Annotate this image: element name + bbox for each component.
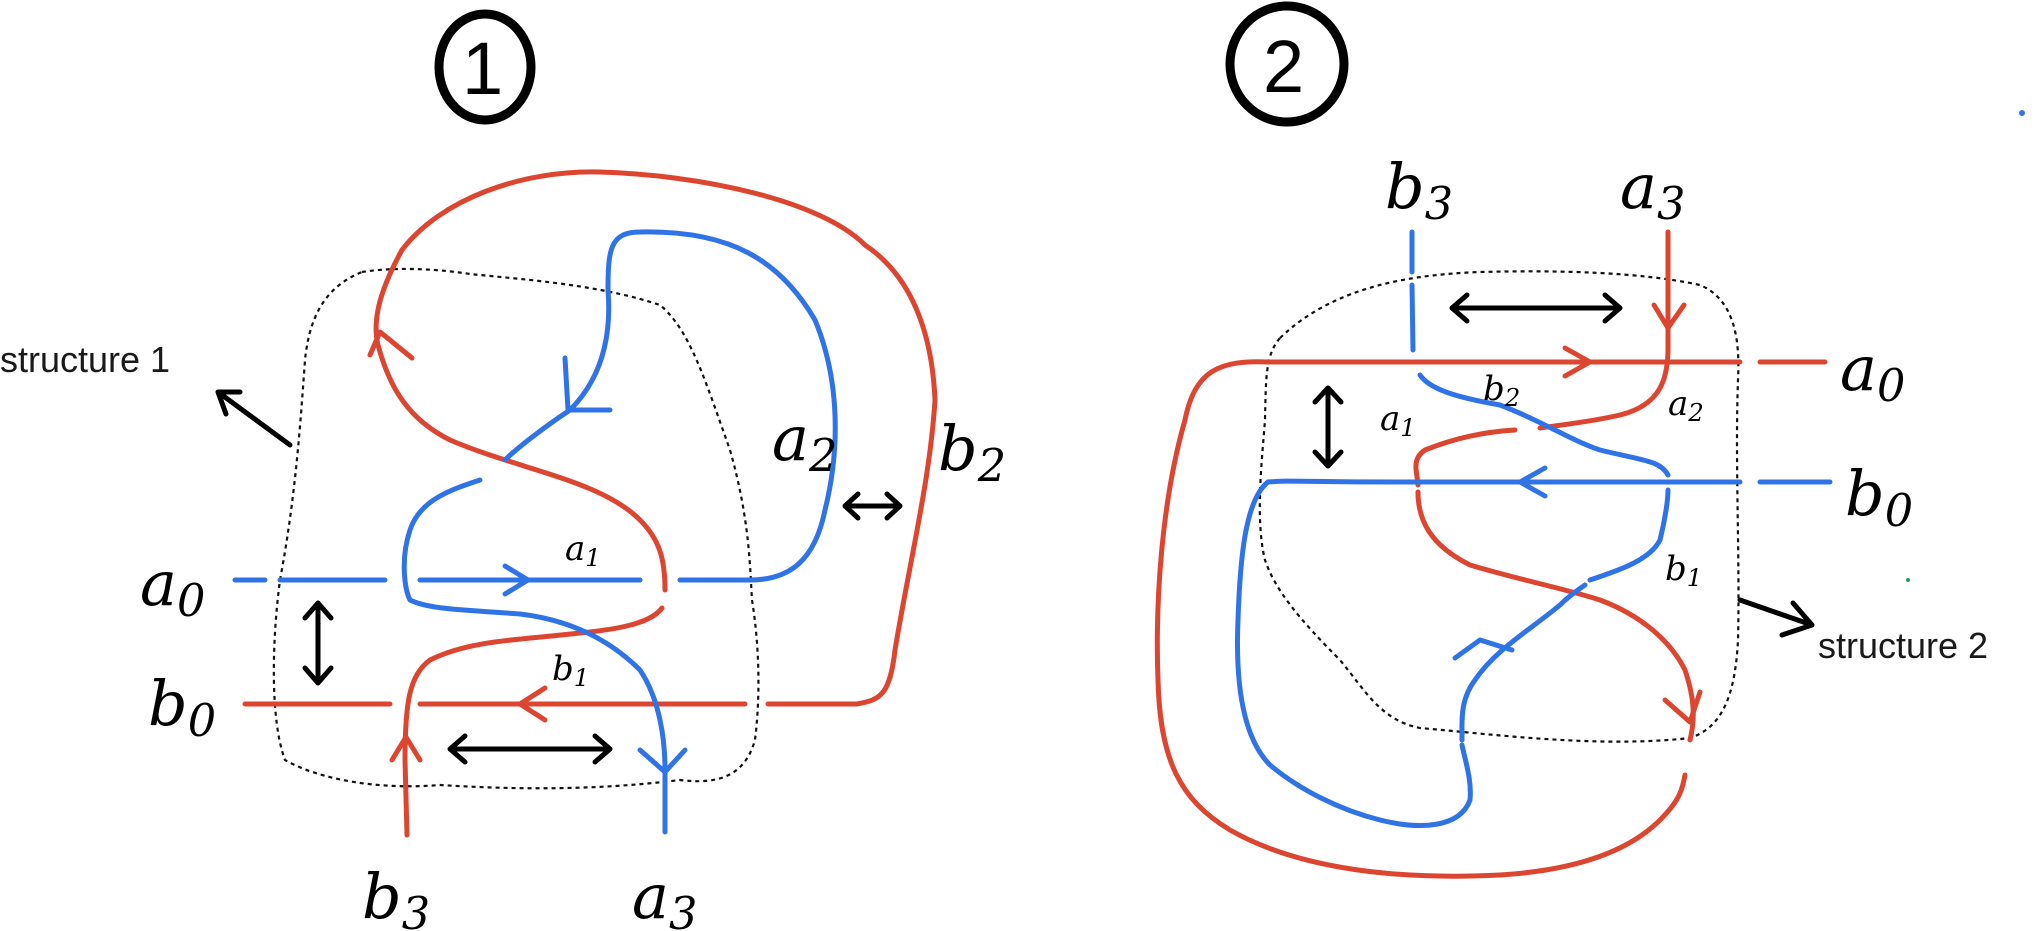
panel-2-label-b1: b1 [1665,549,1702,592]
panel-2-blue-b0-line [1265,478,1833,485]
panel-1-label-b1: b1 [552,649,589,692]
panel-2-red-a-strand [1537,229,1671,431]
panel-1-label-b0: b0 [148,667,216,747]
panel-2: 2 structure 2 b3 a3 a0 b0 b2 [1154,1,1988,879]
panel-2-label-a0: a0 [1840,332,1905,412]
panel-1-blue-arrowhead-a3 [637,747,688,775]
panel-1-label-a2: a2 [772,402,837,482]
panel-2-red-lower-loop [1415,489,1696,743]
panel-1-red-b-lower [402,605,665,838]
panel-1-blue-a-crossing [401,477,668,835]
panel-2-red-arrowhead-a3 [1651,302,1687,331]
panel-1-label-a1: a1 [565,529,601,572]
structure-2-label: structure 2 [1818,625,1988,666]
panel-2-blue-b3-down [1409,229,1416,353]
panel-1-label-b3: b3 [362,860,430,931]
panel-2-blue-arrowhead-loop [1452,637,1515,661]
structure-1-label: structure 1 [0,339,170,380]
panel-2-label-b2: b2 [1483,369,1520,412]
panel-2-blue-b1-loop [1459,582,1588,743]
panel-2-label-b0: b0 [1845,457,1913,537]
panel-1-red-b-outer-loop [373,169,938,707]
panel-1-label-b2: b2 [938,412,1006,492]
structure-2-pointer-arrow [1737,597,1815,638]
panel-1-double-arrow-vertical [302,600,334,686]
panel-2-number: 2 [1263,25,1304,108]
structure-2-boundary [1258,270,1740,743]
panel-1-label-a3: a3 [632,860,697,931]
panel-1-blue-arrowhead-loop [562,355,613,413]
panel-1-red-arrowhead-b0 [517,685,548,723]
panel-1-label-a0: a0 [140,547,205,627]
structure-1-pointer-arrow [215,389,293,448]
structure-1-boundary [272,267,760,790]
panel-2-label-b3: b3 [1385,150,1453,230]
panel-1-blue-a-loop [502,229,838,583]
panel-1-number-circle [434,9,536,125]
panel-1: 1 structure 1 a0 b0 a1 b1 a2 b2 b3 [0,9,1006,931]
panel-2-red-arrowhead-loop [1662,689,1703,725]
panel-2-red-a1-crossing [1413,427,1518,488]
panel-2-red-arrowhead-a0 [1562,345,1593,379]
panel-1-red-arrowhead-b3 [389,734,423,763]
panel-2-blue-b1-right [1587,487,1671,583]
stray-dot [1906,578,1910,582]
panel-1-number: 1 [462,27,503,110]
panel-2-red-outer-loop [1154,359,1688,879]
panel-1-double-arrow-right [842,491,903,521]
panel-2-blue-b2-crossing [1417,372,1671,478]
panel-1-blue-arrowhead-a0 [502,563,531,597]
panel-2-label-a1: a1 [1380,399,1416,442]
panel-2-double-arrow-vertical [1312,385,1344,469]
panel-1-red-arrowhead-top [367,329,415,361]
stray-dot [2019,110,2025,116]
panel-2-number-circle [1225,1,1349,127]
panel-2-blue-outer-loop [1235,479,1473,828]
panel-2-label-a2: a2 [1668,384,1704,427]
panel-2-blue-arrowhead-b0 [1517,465,1548,499]
panel-2-label-a3: a3 [1620,150,1685,230]
panel-1-double-arrow-bottom [447,733,613,765]
panel-2-double-arrow-top [1449,292,1623,324]
